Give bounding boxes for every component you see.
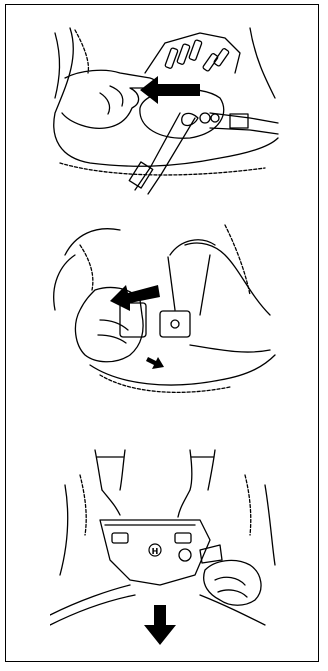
plate-buckle-left <box>112 533 128 543</box>
sleeve-top <box>65 229 120 255</box>
arrow-left-icon <box>110 285 160 311</box>
hand-finger-line-2 <box>218 590 247 597</box>
sleeve-stitch <box>80 245 93 290</box>
left-strap-down <box>102 490 120 515</box>
panel-1-drawing <box>50 18 280 198</box>
right-strap-down <box>178 490 190 517</box>
body-right-edge <box>250 28 275 98</box>
right-strap-outer <box>190 450 192 490</box>
sleeve-left <box>54 255 75 310</box>
side-strap-b <box>50 595 135 625</box>
hand-icon <box>204 560 261 605</box>
side-strap-a <box>50 585 130 615</box>
plate-buckle-right <box>175 533 191 543</box>
torso-right <box>185 243 270 315</box>
hand-finger-line-1 <box>215 577 245 585</box>
panel-2-drawing <box>50 215 280 415</box>
torso-stitch-right <box>245 475 251 535</box>
arrow-down-small-icon <box>146 357 164 369</box>
sleeve-stitch <box>75 30 88 73</box>
buckle-left-part <box>120 303 146 337</box>
hook-icon <box>182 113 198 125</box>
strap-left-edge <box>168 257 175 310</box>
quick-release-buckle-icon <box>160 311 190 337</box>
strap-right-edge-b <box>210 128 278 134</box>
harness-pad <box>145 33 240 73</box>
belt-edge <box>190 345 270 352</box>
panel-unhook-trimmer <box>50 18 280 198</box>
panel-release-plate: H <box>50 445 280 650</box>
hand-finger-line-2 <box>100 93 110 114</box>
left-strap-inner <box>120 450 125 490</box>
left-strap-outer <box>95 450 102 490</box>
strap-left-edge-a <box>135 113 180 190</box>
buckle-button <box>171 320 179 328</box>
torso-right <box>265 485 275 565</box>
hand-finger-line-1 <box>110 86 123 106</box>
harness-pad-slots <box>165 40 230 72</box>
body-outline <box>54 28 278 166</box>
jacket-hem-stitch <box>100 375 230 392</box>
torso-stitch-left <box>80 475 86 535</box>
plate-hook-ring <box>179 549 191 561</box>
logo-mark: H <box>149 544 161 556</box>
hook-ring <box>200 113 210 123</box>
panel-quick-release <box>50 215 280 415</box>
hook-ring-small <box>211 114 219 122</box>
shoulder-strap-top <box>170 240 215 255</box>
arrow-left-icon <box>140 76 200 104</box>
arrow-down-icon <box>144 605 176 645</box>
jacket-hem <box>90 355 275 385</box>
hand-finger-line-1 <box>100 320 128 330</box>
panel-3-drawing: H <box>50 445 280 650</box>
logo-letter: H <box>152 547 159 556</box>
right-strap-inner <box>208 450 215 490</box>
torso-left <box>60 485 68 575</box>
sleeve-edge <box>55 33 60 98</box>
strap-right-edge <box>200 255 210 315</box>
